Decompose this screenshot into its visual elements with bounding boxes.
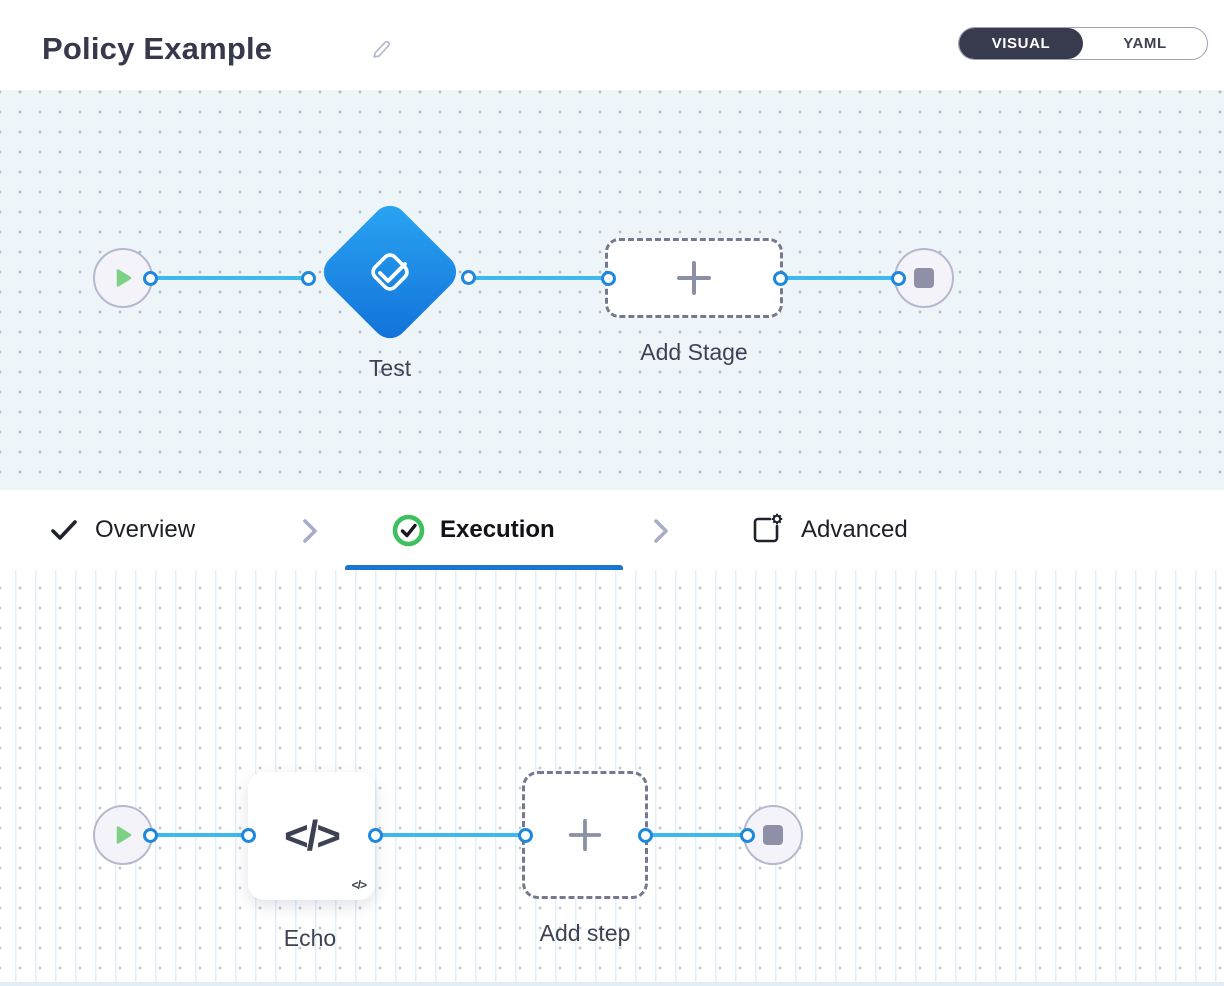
check-icon: [51, 520, 77, 540]
add-step-label: Add step: [539, 920, 631, 946]
pencil-icon[interactable]: [368, 37, 394, 63]
view-toggle: VISUAL YAML: [958, 27, 1208, 60]
tab-overview-label: Overview: [95, 516, 196, 543]
chevron-right-icon: [654, 519, 668, 543]
step-canvas[interactable]: </> </> Echo Add step: [0, 570, 1224, 986]
port[interactable]: [143, 271, 158, 286]
code-badge-icon: </>: [351, 878, 367, 892]
header: Policy Example VISUAL YAML: [0, 0, 1224, 90]
execution-start-node: [93, 805, 153, 865]
step-label: Echo: [283, 925, 337, 951]
edge-step-addstep: [377, 833, 527, 837]
add-stage-button[interactable]: [605, 238, 783, 318]
edge-addstep-end: [647, 833, 749, 837]
bottom-divider: [0, 982, 1224, 986]
edge-start-step: [152, 833, 250, 837]
toggle-yaml[interactable]: YAML: [1123, 35, 1167, 52]
add-stage-label: Add Stage: [640, 339, 748, 365]
edge-addstage-end: [782, 276, 900, 280]
tab-execution-label: Execution: [440, 516, 555, 543]
stage-label: Test: [368, 355, 412, 381]
tab-execution[interactable]: Execution: [392, 490, 555, 570]
shell-script-check-icon: [371, 253, 409, 291]
page-title: Policy Example: [42, 31, 273, 66]
play-icon: [116, 826, 132, 844]
port[interactable]: [461, 270, 476, 285]
tab-advanced[interactable]: Advanced: [748, 490, 908, 570]
stage-canvas[interactable]: Test Add Stage: [0, 90, 1224, 490]
active-tab-indicator: [345, 565, 623, 570]
plus-icon: [677, 261, 711, 295]
port[interactable]: [368, 828, 383, 843]
tab-overview[interactable]: Overview: [48, 490, 195, 570]
port[interactable]: [301, 271, 316, 286]
port[interactable]: [891, 271, 906, 286]
add-step-button[interactable]: [522, 771, 648, 899]
port[interactable]: [518, 828, 533, 843]
port[interactable]: [638, 828, 653, 843]
port[interactable]: [241, 828, 256, 843]
stage-config-tabbar: Overview Execution Advanced: [0, 490, 1224, 570]
plus-icon: [568, 818, 602, 852]
stop-icon: [763, 825, 783, 845]
port[interactable]: [773, 271, 788, 286]
stage-node-test[interactable]: [316, 198, 464, 346]
port[interactable]: [143, 828, 158, 843]
toggle-visual[interactable]: VISUAL: [959, 28, 1083, 59]
code-icon: </>: [284, 812, 341, 859]
step-node-echo[interactable]: </> </>: [248, 772, 375, 900]
stop-icon: [914, 268, 934, 288]
advanced-settings-icon: [753, 513, 783, 543]
play-icon: [116, 269, 132, 287]
port[interactable]: [740, 828, 755, 843]
tab-advanced-label: Advanced: [801, 516, 908, 543]
edge-stage-addstage: [470, 276, 610, 280]
port[interactable]: [601, 271, 616, 286]
check-circle-icon: [392, 514, 425, 546]
edge-start-stage: [152, 276, 310, 280]
chevron-right-icon: [303, 519, 317, 543]
